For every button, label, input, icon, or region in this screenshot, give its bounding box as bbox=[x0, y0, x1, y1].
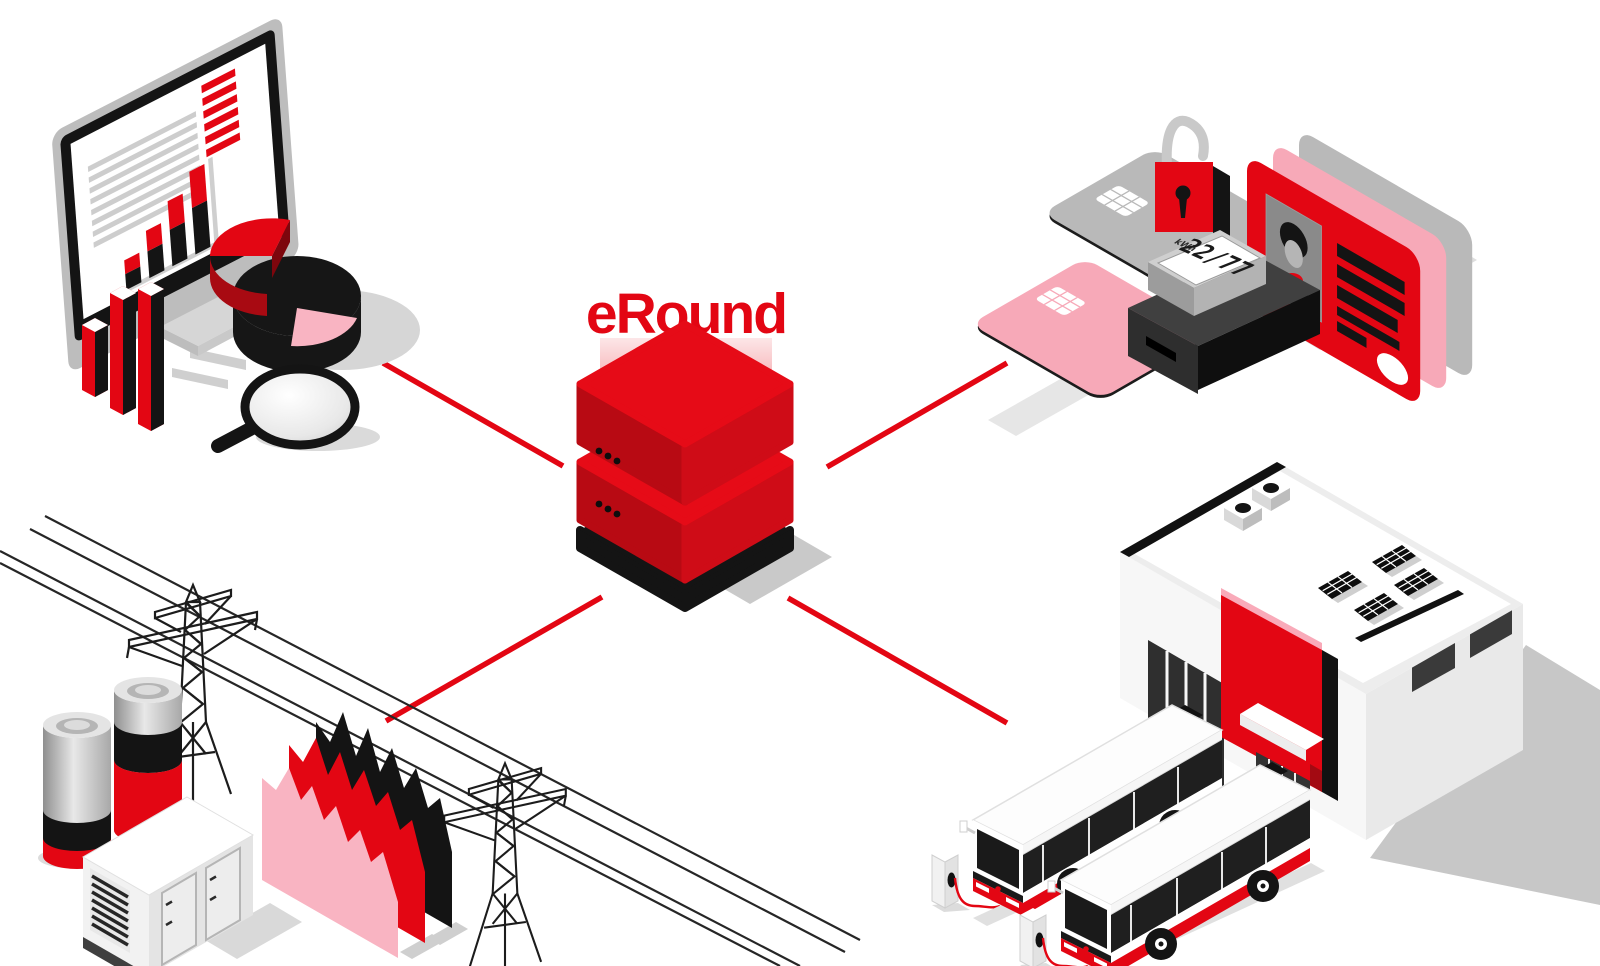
area-layer-pink bbox=[262, 768, 398, 958]
terminal-slot bbox=[1146, 336, 1176, 362]
analytics-node bbox=[52, 19, 420, 453]
bar-chart-3d-icon bbox=[82, 282, 164, 431]
bar-column bbox=[82, 318, 108, 397]
id-card-stack bbox=[1247, 135, 1473, 401]
roof-trim bbox=[1355, 590, 1464, 642]
station-doors bbox=[161, 846, 241, 966]
card-chip bbox=[1096, 186, 1148, 216]
roof-vent-icon bbox=[1252, 477, 1290, 511]
transformer-station-icon bbox=[81, 796, 302, 966]
card-terminal-icon: kWh 22/77 bbox=[1128, 230, 1320, 394]
connector-lines bbox=[381, 360, 1009, 726]
server-led-lights bbox=[595, 447, 621, 465]
roof-trim bbox=[1120, 462, 1286, 557]
padlock-shackle bbox=[1161, 115, 1209, 171]
connector-line-top-right bbox=[825, 360, 1009, 470]
floor-streak bbox=[190, 348, 246, 370]
chart-base-shadow bbox=[428, 922, 468, 945]
depot-shadow bbox=[1370, 645, 1600, 905]
security-payments-node: kWh 22/77 bbox=[977, 115, 1477, 436]
energy-grid-node bbox=[0, 515, 861, 966]
connector-line-bottom-right bbox=[786, 595, 1009, 726]
bar-column bbox=[138, 282, 164, 431]
connector-line-top-left bbox=[381, 360, 565, 469]
pie-chart-3d-icon bbox=[209, 218, 420, 372]
server-led-lights bbox=[595, 500, 621, 518]
entrance-canopy bbox=[1240, 703, 1324, 761]
padlock-icon bbox=[1155, 115, 1230, 244]
terminal-body-right bbox=[1198, 290, 1320, 390]
magnifier-icon bbox=[211, 364, 380, 453]
card-chip bbox=[1036, 287, 1085, 315]
louver-vent bbox=[90, 868, 130, 953]
terminal-display bbox=[1156, 235, 1262, 286]
battery-icon bbox=[114, 677, 182, 843]
center-database-node: eRound bbox=[576, 282, 832, 612]
screen-bar-chart bbox=[119, 156, 219, 297]
connector-line-bottom-left bbox=[384, 594, 604, 724]
e-mobility-node bbox=[930, 462, 1600, 966]
roof-vent-icon bbox=[1224, 497, 1262, 531]
floor-streak bbox=[172, 368, 228, 389]
database-tier-upper bbox=[576, 320, 794, 506]
monitor-dashboard-icon bbox=[52, 19, 299, 370]
station-shadow bbox=[205, 903, 302, 959]
power-pylon-icon bbox=[441, 762, 567, 966]
area-chart-3d-icon bbox=[262, 712, 468, 959]
bar-column bbox=[110, 286, 136, 415]
screen-list-items bbox=[201, 68, 241, 158]
id-card-oval bbox=[1376, 353, 1409, 385]
screen-text-lines bbox=[87, 111, 202, 248]
depot-windows-right bbox=[1412, 606, 1512, 692]
bus-depot-icon bbox=[1120, 462, 1523, 840]
padlock-side bbox=[1213, 166, 1230, 244]
id-text-lines bbox=[1337, 243, 1405, 351]
padlock-keyhole bbox=[1175, 185, 1191, 218]
